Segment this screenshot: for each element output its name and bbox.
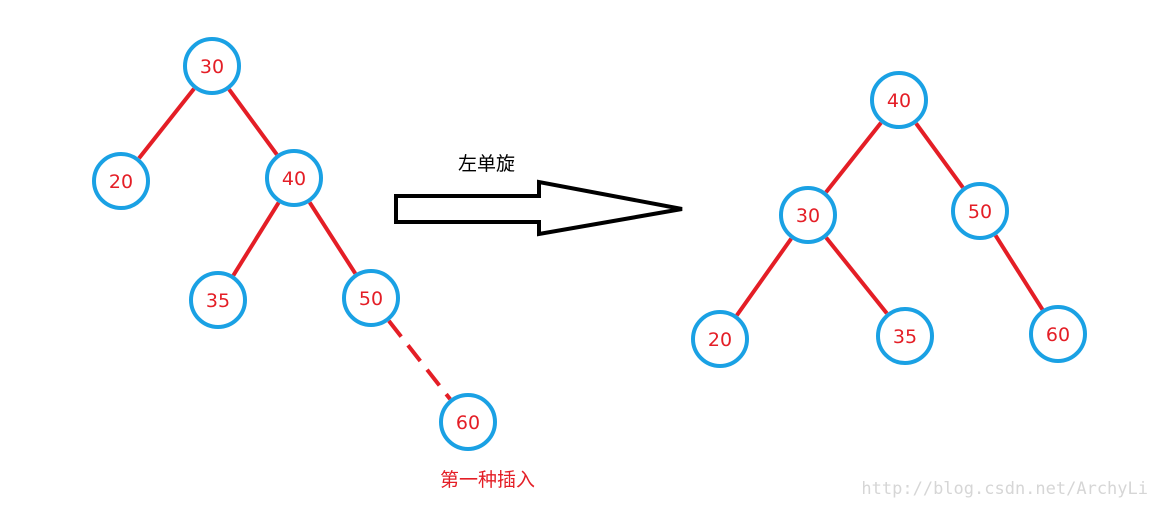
- after-node-60: 60: [1029, 305, 1087, 363]
- node-circle: [779, 186, 837, 244]
- node-circle: [265, 149, 323, 207]
- before-edge-b40-b50: [307, 201, 358, 275]
- rotation-arrow: 左单旋: [394, 153, 683, 237]
- before-node-30: 30: [183, 37, 241, 95]
- node-circle: [439, 393, 497, 451]
- before-edge-b40-b35: [231, 201, 281, 277]
- node-circle: [870, 71, 928, 129]
- node-label: 50: [359, 288, 383, 310]
- after-edge-a30-a20: [735, 237, 793, 317]
- node-label: 35: [206, 290, 230, 312]
- node-circle: [189, 271, 247, 329]
- node-label: 30: [796, 205, 820, 227]
- before-edge-b50-b60: [387, 319, 452, 401]
- node-circle: [183, 37, 241, 95]
- after-edge-a40-a30: [824, 121, 883, 194]
- node-circle: [1029, 305, 1087, 363]
- after-node-50: 50: [951, 182, 1009, 240]
- right-arrow-icon: [394, 179, 683, 237]
- before-node-35: 35: [189, 271, 247, 329]
- node-circle: [342, 269, 400, 327]
- before-edge-b30-b40: [227, 88, 279, 156]
- node-label: 20: [708, 329, 732, 351]
- nodes-layer: 30 20 40 35 50 60 40 30 50 20 35 60: [92, 37, 1087, 451]
- node-circle: [691, 310, 749, 368]
- after-edge-a30-a35: [824, 236, 889, 315]
- node-label: 20: [109, 171, 133, 193]
- rotation-label: 左单旋: [458, 153, 515, 175]
- node-label: 60: [456, 412, 480, 434]
- node-label: 35: [893, 326, 917, 348]
- before-node-20: 20: [92, 152, 150, 210]
- before-node-50: 50: [342, 269, 400, 327]
- node-circle: [92, 152, 150, 210]
- after-node-30: 30: [779, 186, 837, 244]
- after-edge-a40-a50: [914, 122, 965, 189]
- before-edge-b30-b20: [137, 87, 196, 160]
- node-circle: [951, 182, 1009, 240]
- after-node-40: 40: [870, 71, 928, 129]
- after-node-20: 20: [691, 310, 749, 368]
- watermark-text: http://blog.csdn.net/ArchyLi: [861, 479, 1148, 499]
- after-edge-a50-a60: [993, 234, 1045, 311]
- before-node-60: 60: [439, 393, 497, 451]
- node-label: 40: [887, 90, 911, 112]
- insertion-caption: 第一种插入: [440, 469, 535, 491]
- after-node-35: 35: [876, 307, 934, 365]
- edges-layer: [137, 87, 1045, 401]
- node-label: 60: [1046, 324, 1070, 346]
- before-node-40: 40: [265, 149, 323, 207]
- node-label: 50: [968, 201, 992, 223]
- node-label: 40: [282, 168, 306, 190]
- node-circle: [876, 307, 934, 365]
- node-label: 30: [200, 56, 224, 78]
